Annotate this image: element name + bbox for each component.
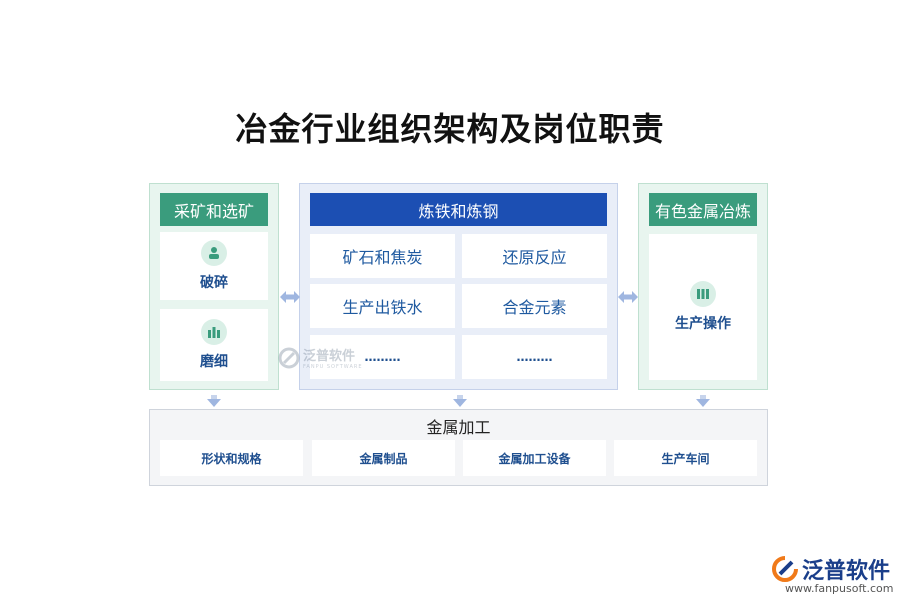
crushing-card[interactable]: 破碎 — [160, 232, 268, 300]
cell-label: 矿石和焦炭 — [342, 248, 423, 267]
watermark: 泛普软件 FANPU SOFTWARE — [278, 345, 363, 370]
production-operation-card[interactable]: 生产操作 — [649, 234, 757, 380]
cell-label: 生产车间 — [661, 451, 710, 466]
ironmaking-cell[interactable]: ……… — [462, 335, 607, 379]
watermark-name: 泛普软件 — [303, 349, 356, 364]
fanpu-logo-icon — [772, 556, 798, 582]
mining-panel: 采矿和选矿 破碎 磨细 — [149, 183, 279, 390]
brand-name: 泛普软件 — [802, 559, 891, 584]
ironmaking-cell[interactable]: 生产出铁水 — [310, 284, 455, 328]
crushing-label: 破碎 — [200, 275, 228, 291]
cell-label: 形状和规格 — [201, 451, 262, 466]
binders-icon — [690, 281, 716, 307]
grinding-label: 磨细 — [200, 354, 228, 370]
brand-logo: 泛普软件 — [772, 553, 890, 585]
cell-label: 还原反应 — [502, 248, 567, 267]
processing-cell[interactable]: 形状和规格 — [160, 440, 303, 476]
nonferrous-panel: 有色金属冶炼 生产操作 — [638, 183, 768, 390]
ironmaking-cell[interactable]: 矿石和焦炭 — [310, 234, 455, 278]
down-arrow-icon — [696, 395, 710, 407]
processing-cell[interactable]: 金属制品 — [312, 440, 455, 476]
processing-panel: 金属加工 形状和规格 金属制品 金属加工设备 生产车间 — [149, 409, 768, 486]
cell-label: 金属加工设备 — [498, 451, 571, 466]
mining-header: 采矿和选矿 — [160, 193, 268, 226]
down-arrow-icon — [207, 395, 221, 407]
cell-label: 生产出铁水 — [342, 298, 423, 317]
stack-bars-icon — [201, 319, 227, 345]
ironmaking-cell[interactable]: ……… — [310, 335, 455, 379]
nonferrous-header: 有色金属冶炼 — [649, 193, 757, 226]
double-arrow-icon — [280, 291, 300, 303]
processing-cell[interactable]: 金属加工设备 — [463, 440, 606, 476]
ironmaking-panel: 炼铁和炼钢 矿石和焦炭 还原反应 生产出铁水 合金元素 ……… ……… — [299, 183, 618, 390]
ironmaking-cell[interactable]: 还原反应 — [462, 234, 607, 278]
person-badge-icon — [201, 240, 227, 266]
down-arrow-icon — [453, 395, 467, 407]
double-arrow-icon — [618, 291, 638, 303]
processing-header: 金属加工 — [426, 418, 491, 437]
watermark-sub: FANPU SOFTWARE — [303, 364, 363, 370]
cell-label: 合金元素 — [502, 298, 567, 317]
fanpu-logo-icon — [278, 347, 300, 368]
ironmaking-header: 炼铁和炼钢 — [310, 193, 607, 226]
cell-label: ……… — [516, 350, 553, 364]
cell-label: ……… — [364, 350, 401, 364]
brand-url: www.fanpusoft.com — [785, 582, 894, 595]
production-operation-label: 生产操作 — [675, 316, 731, 332]
page-title: 冶金行业组织架构及岗位职责 — [235, 110, 665, 148]
processing-cell[interactable]: 生产车间 — [614, 440, 757, 476]
cell-label: 金属制品 — [359, 451, 408, 466]
grinding-card[interactable]: 磨细 — [160, 309, 268, 381]
ironmaking-cell[interactable]: 合金元素 — [462, 284, 607, 328]
